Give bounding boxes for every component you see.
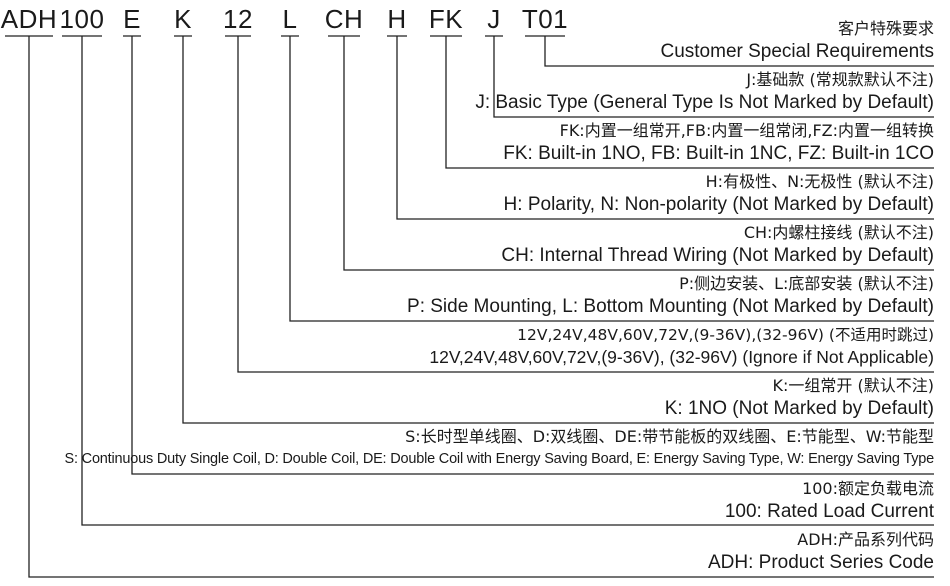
connector-l [289, 36, 934, 322]
code-k: K [174, 4, 192, 34]
desc-coil: S:长时型单线圈、D:双线圈、DE:带节能板的双线圈、E:节能型、W:节能型 S… [64, 426, 935, 471]
code-l: L [282, 4, 298, 34]
desc-current-cn: 100:额定负载电流 [802, 479, 934, 498]
desc-customer-en: Customer Special Requirements [660, 41, 934, 62]
desc-basic-type-cn: J:基础款 (常规款默认不注) [746, 70, 934, 89]
code-e: E [123, 4, 141, 34]
desc-coil-cn: S:长时型单线圈、D:双线圈、DE:带节能板的双线圈、E:节能型、W:节能型 [405, 427, 934, 446]
connector-e [131, 36, 934, 475]
desc-series: ADH:产品系列代码 ADH: Product Series Code [708, 529, 934, 574]
desc-auxiliary-cn: FK:内置一组常开,FB:内置一组常闭,FZ:内置一组转换 [559, 121, 934, 140]
code-j: J [487, 4, 501, 34]
desc-auxiliary: FK:内置一组常开,FB:内置一组常闭,FZ:内置一组转换 FK: Built-… [503, 120, 934, 165]
desc-customer: 客户特殊要求 Customer Special Requirements [660, 18, 934, 63]
connector-fk [445, 36, 934, 169]
desc-polarity: H:有极性、N:无极性 (默认不注) H: Polarity, N: Non-p… [504, 171, 934, 216]
desc-voltage: 12V,24V,48V,60V,72V,(9-36V),(32-96V) (不适… [429, 324, 934, 369]
desc-coil-en: S: Continuous Duty Single Coil, D: Doubl… [64, 451, 935, 467]
code-fk: FK [428, 4, 464, 34]
connector-ch [343, 36, 934, 271]
desc-mounting: P:侧边安装、L:底部安装 (默认不注) P: Side Mounting, L… [407, 273, 934, 318]
desc-basic-type-en: J: Basic Type (General Type Is Not Marke… [475, 92, 934, 113]
desc-voltage-cn: 12V,24V,48V,60V,72V,(9-36V),(32-96V) (不适… [517, 326, 934, 344]
desc-mounting-cn: P:侧边安装、L:底部安装 (默认不注) [679, 274, 934, 293]
connector-adh [28, 36, 934, 578]
desc-auxiliary-en: FK: Built-in 1NO, FB: Built-in 1NC, FZ: … [503, 143, 934, 164]
desc-series-cn: ADH:产品系列代码 [797, 530, 934, 549]
code-100: 100 [59, 4, 105, 34]
code-adh: ADH [0, 4, 58, 34]
connector-h [396, 36, 934, 220]
code-12: 12 [223, 4, 253, 34]
desc-polarity-en: H: Polarity, N: Non-polarity (Not Marked… [503, 194, 934, 215]
connector-100 [81, 36, 934, 526]
desc-contact-cn: K:一组常开 (默认不注) [772, 376, 934, 395]
desc-wiring: CH:内螺柱接线 (默认不注) CH: Internal Thread Wiri… [501, 222, 934, 267]
desc-series-en: ADH: Product Series Code [708, 552, 934, 573]
connector-k [182, 36, 934, 424]
desc-basic-type: J:基础款 (常规款默认不注) J: Basic Type (General T… [475, 69, 934, 114]
desc-customer-cn: 客户特殊要求 [837, 19, 934, 38]
desc-polarity-cn: H:有极性、N:无极性 (默认不注) [705, 172, 934, 191]
connector-12 [237, 36, 934, 373]
desc-wiring-en: CH: Internal Thread Wiring (Not Marked b… [501, 245, 934, 266]
desc-contact-en: K: 1NO (Not Marked by Default) [664, 398, 934, 419]
desc-current: 100:额定负载电流 100: Rated Load Current [725, 478, 934, 523]
desc-voltage-en: 12V,24V,48V,60V,72V,(9-36V), (32-96V) (I… [429, 347, 934, 367]
connector-j [493, 36, 934, 118]
code-ch: CH [324, 4, 364, 34]
desc-contact: K:一组常开 (默认不注) K: 1NO (Not Marked by Defa… [665, 375, 934, 420]
desc-mounting-en: P: Side Mounting, L: Bottom Mounting (No… [407, 296, 934, 317]
desc-current-en: 100: Rated Load Current [724, 501, 934, 522]
connector-t01 [544, 36, 934, 67]
code-t01: T01 [521, 4, 569, 34]
code-h: H [387, 4, 407, 34]
desc-wiring-cn: CH:内螺柱接线 (默认不注) [743, 223, 934, 242]
